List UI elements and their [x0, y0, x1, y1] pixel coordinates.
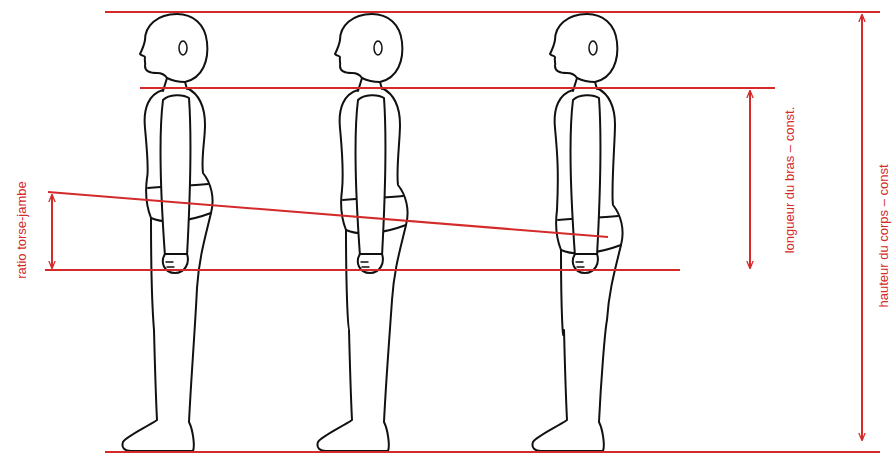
human-figure	[317, 14, 407, 451]
top-line	[105, 11, 880, 13]
wrist-line	[45, 269, 680, 271]
ear-outline	[374, 41, 382, 55]
finger-lines	[576, 262, 584, 267]
arm-outline	[355, 95, 385, 256]
guide-group	[45, 12, 880, 452]
slanted-ratio-line	[48, 192, 608, 237]
axis-label: hauteur du corps – const	[877, 164, 891, 307]
arm-outline	[160, 95, 190, 256]
ear-outline	[589, 41, 597, 55]
arm-length-arrow	[749, 91, 751, 268]
ratio-arrow	[51, 195, 53, 268]
head-outline	[335, 14, 402, 82]
axis-label: longueur du bras – const.	[783, 107, 797, 254]
arm-outline	[570, 95, 600, 256]
finger-lines	[361, 262, 369, 267]
finger-lines	[166, 262, 174, 267]
human-figure	[122, 14, 212, 451]
axis-label: ratio torse-jambe	[15, 181, 29, 279]
head-outline	[140, 14, 207, 82]
shoulder-line	[140, 87, 775, 89]
head-outline	[550, 14, 617, 82]
ground-line	[105, 451, 880, 453]
body-height-arrow	[861, 15, 863, 440]
ear-outline	[179, 41, 187, 55]
